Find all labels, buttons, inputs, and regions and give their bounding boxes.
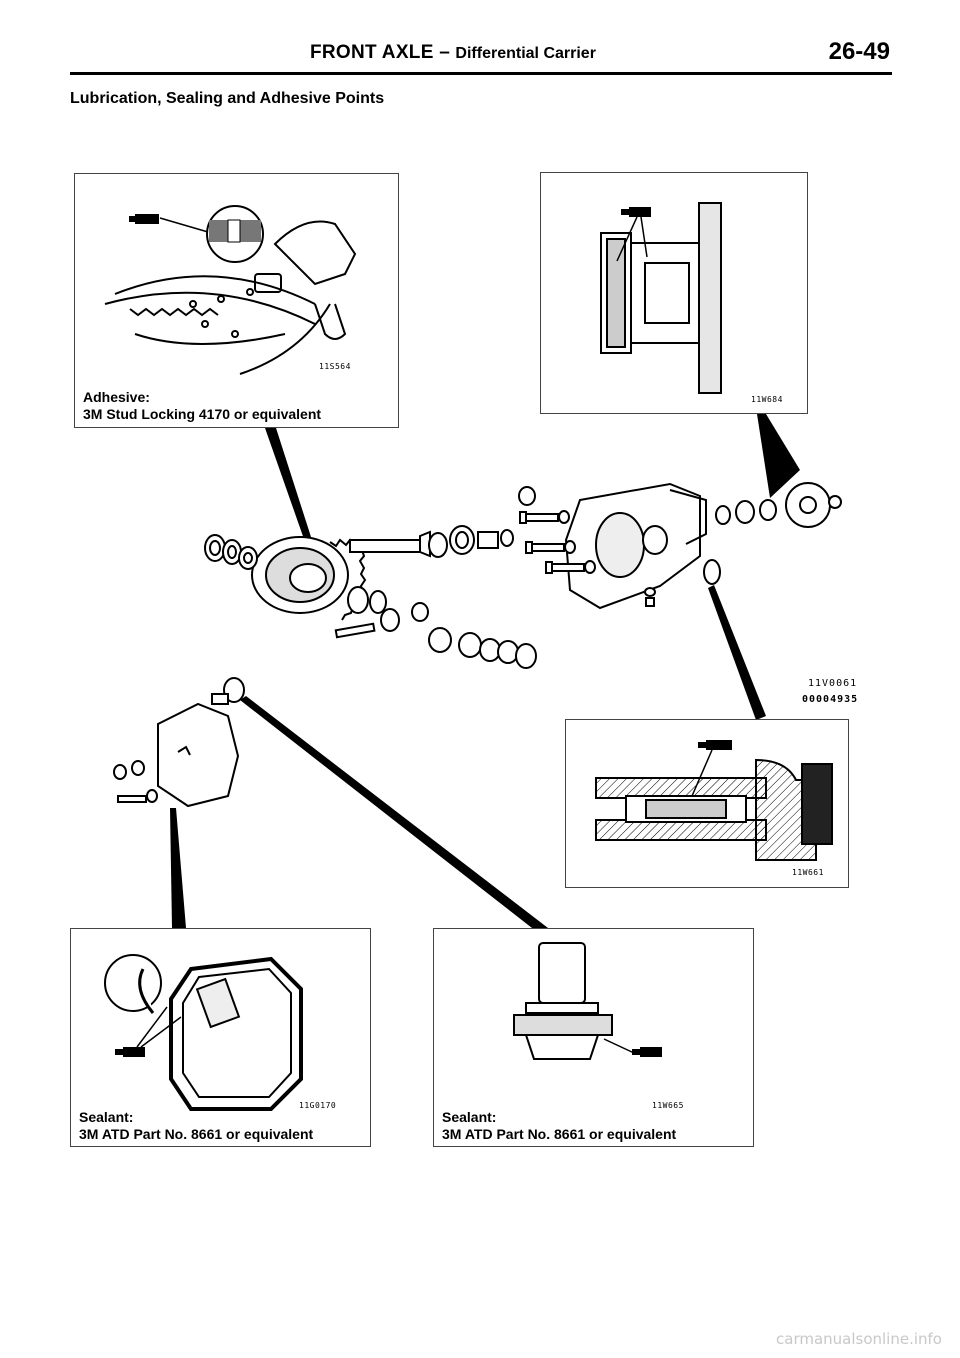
differential-case	[251, 536, 367, 621]
panel-oil-seal: 11W661	[565, 719, 849, 888]
callout-pointer-middle-right	[708, 585, 766, 720]
watermark: carmanualsonline.info	[776, 1330, 942, 1348]
panel-adhesive: 11S564 Adhesive: 3M Stud Locking 4170 or…	[74, 173, 399, 428]
cover-sealant-illustration	[104, 954, 303, 1111]
panel-cover-sealant: 11G0170 Sealant: 3M ATD Part No. 8661 or…	[70, 928, 371, 1147]
flange-seal-illustration	[600, 202, 722, 394]
exploded-view-code-1: 11V0061	[808, 678, 858, 689]
carrier-bolts	[518, 486, 596, 574]
callout-pointer-bottom-left	[170, 808, 186, 928]
drive-pinion	[349, 525, 514, 558]
panel-code: 11S564	[319, 362, 351, 371]
caption-sealant-spec: 3M ATD Part No. 8661 or equivalent	[442, 1126, 677, 1142]
caption-sealant-label: Sealant:	[442, 1109, 497, 1125]
caption-adhesive-spec: 3M Stud Locking 4170 or equivalent	[83, 406, 322, 422]
panel-code: 11W661	[792, 868, 824, 877]
page-header: FRONT AXLE – Differential Carrier 26-49	[70, 38, 892, 75]
panel-code: 11W665	[652, 1101, 684, 1110]
side-bearing-left	[204, 534, 258, 570]
panel-code: 11G0170	[299, 1101, 337, 1110]
oil-seal-illustration	[595, 740, 833, 861]
callout-pointer-adhesive	[265, 428, 312, 542]
header-title: FRONT AXLE – Differential Carrier	[310, 42, 596, 64]
panel-companion-flange-seal: 11W684	[540, 172, 808, 414]
exploded-view-code-2: 00004935	[802, 694, 859, 705]
caption-sealant-label: Sealant:	[79, 1109, 134, 1125]
callout-pointer-top-right	[757, 414, 800, 498]
section-title: Lubrication, Sealing and Adhesive Points	[70, 90, 385, 107]
plug-sealant-illustration	[513, 942, 662, 1060]
pinion-gears	[334, 586, 537, 669]
rear-cover	[113, 677, 245, 808]
caption-adhesive-label: Adhesive:	[83, 389, 150, 405]
page-number: 26-49	[828, 38, 890, 65]
companion-flange	[644, 482, 842, 607]
carrier-housing	[564, 482, 707, 610]
header-title-sub: Differential Carrier	[455, 45, 596, 62]
panel-code: 11W684	[751, 395, 783, 404]
panel-plug-sealant: 11W665 Sealant: 3M ATD Part No. 8661 or …	[433, 928, 754, 1147]
caption-sealant-spec: 3M ATD Part No. 8661 or equivalent	[79, 1126, 314, 1142]
header-title-main: FRONT AXLE –	[310, 42, 451, 63]
ring-gear-bolt-illustration	[104, 205, 357, 375]
callout-pointer-bottom-right	[240, 696, 548, 928]
